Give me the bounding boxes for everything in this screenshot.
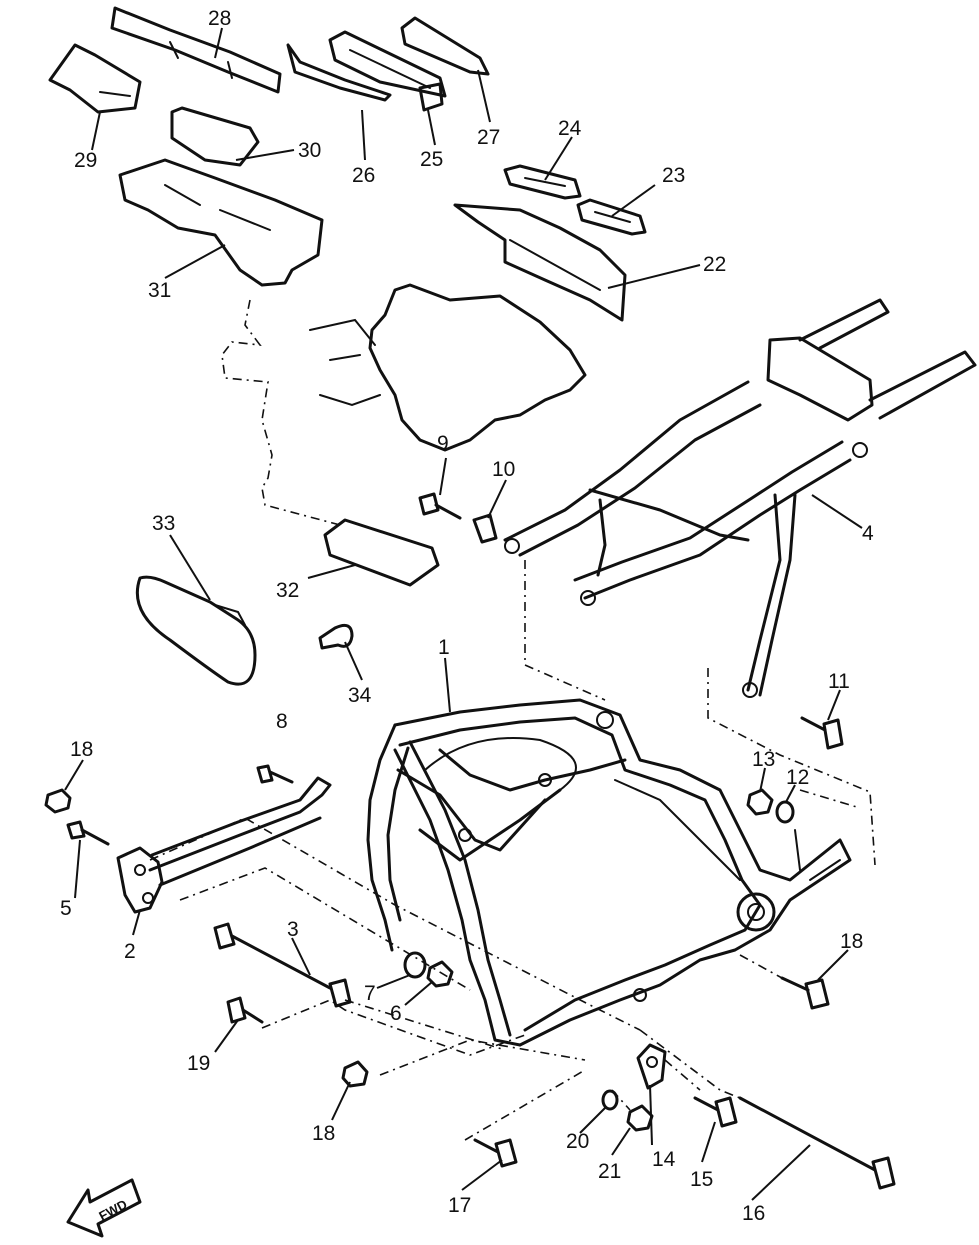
callout-16: 16 <box>742 1202 765 1225</box>
bolt-8 <box>256 764 294 784</box>
part-29-cover <box>110 6 282 94</box>
callout-27: 26 <box>352 164 375 187</box>
nut-22 <box>626 1104 654 1132</box>
part-33-plate <box>323 518 440 587</box>
callout-23: 22 <box>703 253 726 276</box>
callout-1: 1 <box>438 636 450 659</box>
callout-12: 12 <box>786 766 809 789</box>
bolt-19 <box>780 976 830 1010</box>
callout-29: 28 <box>208 7 231 30</box>
bolt-20 <box>226 996 264 1024</box>
bolt-5 <box>66 820 110 846</box>
part-35-clip <box>318 623 354 650</box>
part-26-stay <box>418 82 444 112</box>
part-28-bracket <box>400 16 490 76</box>
callout-31: 30 <box>298 139 321 162</box>
callout-26: 25 <box>420 148 443 171</box>
bushing-7 <box>403 951 427 979</box>
part-31-cover <box>170 106 260 167</box>
part-27-bracket <box>286 43 392 102</box>
leader-lines <box>64 27 863 1201</box>
fwd-arrow-icon: FWD <box>66 1178 142 1238</box>
bolt-15 <box>693 1096 738 1128</box>
long-bolt-16 <box>738 1096 896 1190</box>
bolt-17 <box>473 1138 518 1168</box>
callout-33: 32 <box>276 579 299 602</box>
part-32-heat-shield <box>118 158 324 287</box>
part-27-plate <box>328 30 447 98</box>
part-34-cable <box>135 575 257 686</box>
part-23-cover <box>453 203 627 322</box>
callout-5: 5 <box>60 897 72 920</box>
bracket-14 <box>636 1043 667 1090</box>
callout-34: 33 <box>152 512 175 535</box>
callout-19: 18 <box>840 930 863 953</box>
callout-4: 4 <box>862 522 874 545</box>
callout-17: 17 <box>448 1194 471 1217</box>
nut-13 <box>746 788 774 816</box>
callout-13: 13 <box>752 748 775 771</box>
engine-outline <box>221 283 587 526</box>
callout-14: 14 <box>652 1148 676 1171</box>
callout-10: 10 <box>492 458 515 481</box>
washer-12 <box>775 800 795 824</box>
assembly-lines <box>149 560 876 1141</box>
callout-28: 27 <box>477 126 500 149</box>
part-30-shield <box>48 43 142 114</box>
callout-35: 34 <box>348 684 372 707</box>
callout-8: 8 <box>276 710 288 733</box>
callout-30: 29 <box>74 149 97 172</box>
part-25-plate <box>503 164 582 200</box>
nut-6 <box>426 960 454 988</box>
callout-18-lower: 18 <box>312 1122 335 1145</box>
callout-15: 15 <box>690 1168 713 1191</box>
callout-20: 19 <box>187 1052 210 1075</box>
callout-6: 6 <box>390 1002 402 1025</box>
part-24-plate <box>576 198 647 236</box>
fwd-label: FWD <box>96 1196 129 1223</box>
part-2-bracket <box>116 776 332 914</box>
callout-labels: 28 29 30 31 26 25 27 24 23 22 4 9 10 33 … <box>60 7 874 1225</box>
part-4-rear-subframe <box>503 298 977 698</box>
callout-25: 24 <box>558 117 582 140</box>
callout-9: 9 <box>437 432 449 455</box>
nut-18-lower <box>341 1060 369 1088</box>
callout-32: 31 <box>148 279 171 302</box>
callout-11: 11 <box>828 670 850 693</box>
bolt-11 <box>800 716 844 750</box>
washer-21 <box>601 1089 619 1111</box>
part-1-main-frame <box>366 698 852 1047</box>
long-bolt-3 <box>213 922 352 1008</box>
callout-22: 21 <box>598 1160 621 1183</box>
collar-10 <box>472 513 498 544</box>
callout-3: 3 <box>287 918 299 941</box>
bolt-9 <box>418 492 462 520</box>
nut-18-upper <box>44 788 72 814</box>
callout-21: 20 <box>566 1130 589 1153</box>
callout-2: 2 <box>124 940 136 963</box>
callout-24: 23 <box>662 164 685 187</box>
callout-18-upper: 18 <box>70 738 93 761</box>
callout-7: 7 <box>364 982 376 1005</box>
